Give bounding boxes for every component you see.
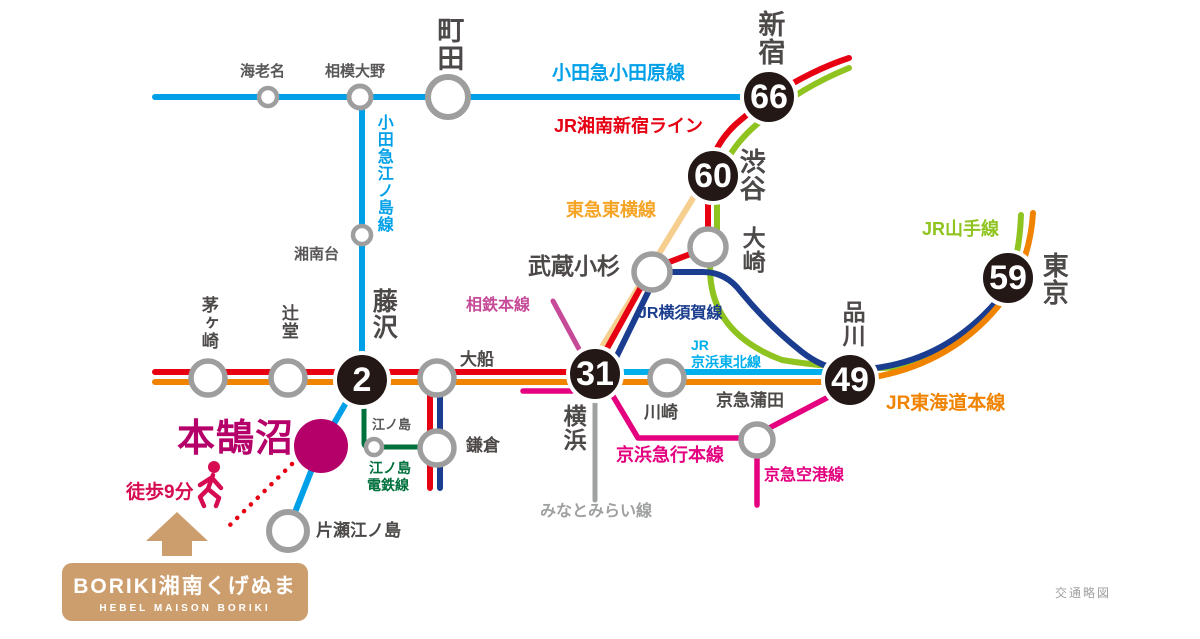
station-circle-chigasaki <box>188 358 228 398</box>
line-label-enoden-2: 電鉄線 <box>367 477 409 493</box>
station-label-yokohama: 横浜 <box>560 404 587 452</box>
walking-person-legs <box>197 486 222 509</box>
badge-tokyo-minutes: 59 <box>979 249 1037 307</box>
line-label-yokosuka: JR横須賀線 <box>638 305 723 322</box>
property-sign-subname: HEBEL MAISON BORIKI <box>99 603 271 614</box>
property-sign-name: BORIKI湘南くげぬま <box>73 575 297 598</box>
sotetsu-line <box>550 298 582 352</box>
line-label-toyoko: 東急東横線 <box>566 200 656 220</box>
station-circle-keikyu-kamata <box>738 421 776 459</box>
station-circle-tsujido <box>268 358 308 398</box>
station-circle-shonandai <box>350 223 374 247</box>
station-circle-musashi-kosugi <box>631 251 673 293</box>
station-label-hon-kugenuma: 本鵠沼 <box>177 418 295 460</box>
station-label-osaki: 大崎 <box>739 226 766 274</box>
station-label-shonandai: 湘南台 <box>294 246 340 263</box>
badge-shinagawa-minutes: 49 <box>821 351 879 409</box>
line-label-keihin-tohoku-1: JR <box>691 337 709 353</box>
station-circle-machida <box>425 74 471 120</box>
line-label-sotetsu: 相鉄本線 <box>466 297 531 314</box>
line-label-minatomirai: みなとみらい線 <box>540 503 653 520</box>
station-label-musashi-kosugi: 武蔵小杉 <box>528 253 620 279</box>
property-sign: BORIKI湘南くげぬま HEBEL MAISON BORIKI <box>62 563 308 621</box>
station-circle-osaki <box>687 226 729 268</box>
line-label-yamanote: JR山手線 <box>922 219 1000 239</box>
line-label-odakyu-odawara: 小田急小田原線 <box>552 63 686 84</box>
station-label-tokyo: 東京 <box>1039 252 1070 306</box>
sign-arrow-icon <box>146 512 208 556</box>
badge-yokohama-minutes: 31 <box>566 345 624 403</box>
station-label-keikyu-kamata: 京急蒲田 <box>716 391 784 410</box>
map-footnote: 交通略図 <box>1055 586 1112 600</box>
station-label-tsujido: 辻堂 <box>278 304 298 340</box>
station-label-ebina: 海老名 <box>240 63 286 80</box>
station-circle-kawasaki <box>647 358 687 398</box>
line-label-shonan-shinjuku: JR湘南新宿ライン <box>554 116 704 136</box>
walking-person-icon <box>197 461 224 509</box>
station-label-enoshima: 江ノ島 <box>372 417 412 432</box>
station-circle-ofuna <box>417 358 457 398</box>
station-label-kamakura: 鎌倉 <box>466 436 500 455</box>
line-label-keihin-tohoku-2: 京浜東北線 <box>691 354 761 370</box>
line-label-enoden-1: 江ノ島 <box>369 460 411 476</box>
keikyu-line <box>520 383 843 508</box>
station-circle-ebina <box>256 85 280 109</box>
station-label-katase-enoshima: 片瀬江ノ島 <box>316 521 401 540</box>
station-label-shibuya: 渋谷 <box>736 148 767 202</box>
walking-person-arms <box>197 475 224 491</box>
station-label-ofuna: 大船 <box>460 350 494 369</box>
station-label-chigasaki: 茅ヶ崎 <box>198 296 218 350</box>
station-label-shinagawa: 品川 <box>839 300 866 348</box>
station-label-sagami-ono: 相模大野 <box>325 63 386 80</box>
station-circle-katase-enoshima <box>266 509 310 553</box>
badge-fujisawa-minutes: 2 <box>333 351 391 409</box>
station-circle-sagami-ono <box>346 83 374 111</box>
station-label-shinjuku: 新宿 <box>754 10 785 66</box>
station-circle-enoshima <box>363 436 385 458</box>
station-label-machida: 町田 <box>433 16 464 72</box>
line-label-keikyu-main: 京浜急行本線 <box>616 445 724 465</box>
station-circle-hon-kugenuma <box>294 419 348 473</box>
station-circle-kamakura <box>417 428 457 468</box>
walking-person-head <box>208 461 220 473</box>
station-label-fujisawa: 藤沢 <box>369 288 398 340</box>
line-label-tokaido: JR東海道本線 <box>886 393 1006 414</box>
badge-shinjuku-minutes: 66 <box>740 68 798 126</box>
line-label-odakyu-enoshima: 小田急江ノ島線 <box>374 114 392 233</box>
line-label-keikyu-airport: 京急空港線 <box>764 467 845 484</box>
station-label-kawasaki: 川崎 <box>644 403 678 422</box>
stations-layer <box>188 74 776 553</box>
walk-time-label: 徒歩9分 <box>126 482 194 503</box>
badge-shibuya-minutes: 60 <box>684 147 742 205</box>
